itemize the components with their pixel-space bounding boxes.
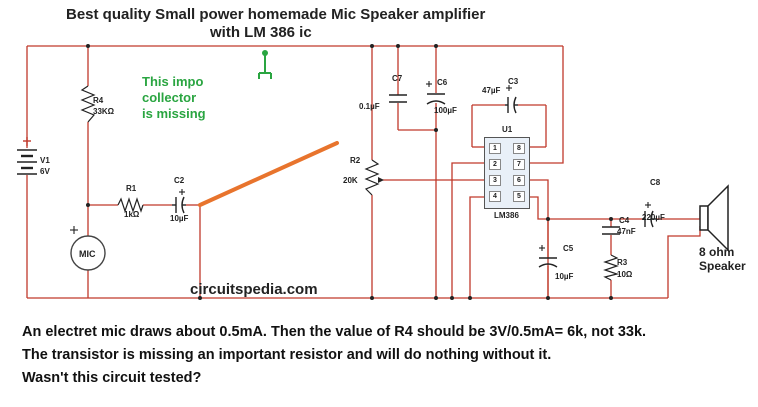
battery-v1-symbol [17, 137, 37, 175]
c8-value-label: 220µF [642, 213, 665, 222]
c8-name-label: C8 [650, 178, 661, 187]
c5-capacitor-symbol [538, 257, 558, 268]
comment-line1: An electret mic draws about 0.5mA. Then … [22, 324, 647, 340]
c4-name-label: C4 [619, 216, 630, 225]
r1-name-label: R1 [126, 184, 137, 193]
ic-pin-4: 4 [489, 191, 501, 202]
c8-capacitor-symbol [642, 210, 656, 228]
c6-value-label: 100µF [434, 106, 457, 115]
c2-capacitor-symbol [172, 196, 186, 214]
note-line1: This impo [142, 74, 204, 89]
r3-name-label: R3 [617, 258, 628, 267]
c3-capacitor-symbol [505, 96, 518, 114]
ic-name-label: LM386 [494, 211, 519, 220]
c4-value-label: 47nF [617, 227, 636, 236]
c2-name-label: C2 [174, 176, 185, 185]
r2-name-label: R2 [350, 156, 361, 165]
r3-value-label: 10Ω [617, 270, 633, 279]
c4-capacitor-symbol [602, 226, 620, 235]
r1-value-label: 1kΩ [124, 210, 140, 219]
ic-pin-7: 7 [513, 159, 525, 170]
note-line2: collector [142, 90, 197, 105]
mic-symbol [70, 235, 106, 271]
c2-value-label: 10µF [170, 214, 189, 223]
c3-value-label: 47µF [482, 86, 501, 95]
v1-name-label: V1 [40, 156, 50, 165]
c6-name-label: C6 [437, 78, 448, 87]
r2-potentiometer-symbol [364, 159, 380, 196]
c7-value-label: 0.1µF [359, 102, 380, 111]
u1-label: U1 [502, 125, 513, 134]
c7-name-label: C7 [392, 74, 403, 83]
diagram-title-line1: Best quality Small power homemade Mic Sp… [66, 6, 486, 23]
r2-value-label: 20K [343, 176, 358, 185]
c5-value-label: 10µF [555, 272, 574, 281]
c3-name-label: C3 [508, 77, 519, 86]
ic-pin-6: 6 [513, 175, 525, 186]
note-line3: is missing [142, 106, 206, 121]
r4-resistor-symbol [80, 85, 96, 123]
lm386-ic: 1 2 3 4 8 7 6 5 [484, 137, 530, 209]
mic-label: MIC [79, 249, 96, 259]
site-watermark: circuitspedia.com [190, 281, 318, 298]
comment-line3: Wasn't this circuit tested? [22, 370, 202, 386]
r4-value-label: 33KΩ [93, 107, 115, 116]
comment-line2: The transistor is missing an important r… [22, 347, 552, 363]
ic-pin-3: 3 [489, 175, 501, 186]
missing-resistor-marker [258, 55, 272, 79]
ic-pin-5: 5 [513, 191, 525, 202]
v1-value-label: 6V [40, 167, 50, 176]
ic-pin-8: 8 [513, 143, 525, 154]
speaker-label-line1: 8 ohm [699, 245, 735, 259]
speaker-symbol [699, 184, 729, 252]
c7-capacitor-symbol [389, 94, 407, 103]
ic-pin-2: 2 [489, 159, 501, 170]
speaker-label-line2: Speaker [699, 259, 746, 273]
diagram-title-line2: with LM 386 ic [210, 24, 312, 41]
c5-name-label: C5 [563, 244, 574, 253]
c6-capacitor-symbol [426, 93, 446, 105]
ic-pin-1: 1 [489, 143, 501, 154]
r1-resistor-symbol [117, 197, 144, 213]
r4-name-label: R4 [93, 96, 104, 105]
annotation-orange-line [198, 141, 339, 207]
r3-resistor-symbol [603, 254, 620, 281]
